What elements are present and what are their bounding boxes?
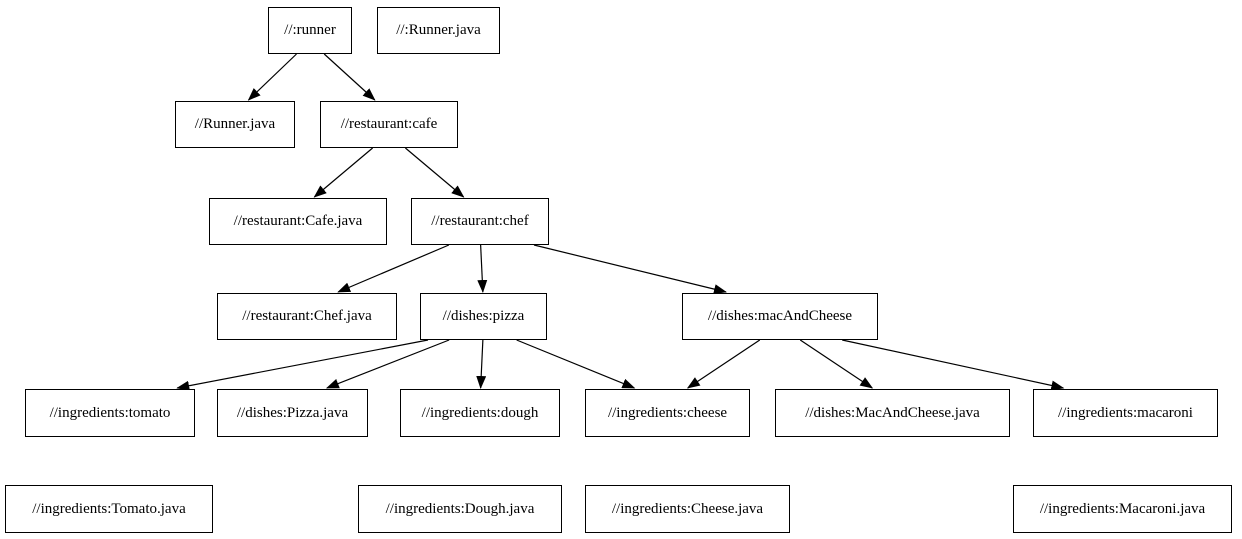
graph-node-cafe: //restaurant:cafe [320, 101, 458, 148]
edge-mac_and_cheese-to-mac_and_cheese_java [799, 339, 874, 389]
graph-node-cafe_java: //restaurant:Cafe.java [209, 198, 387, 245]
graph-node-chef: //restaurant:chef [411, 198, 549, 245]
graph-node-label: //restaurant:Chef.java [242, 308, 372, 324]
graph-node-label: //restaurant:cafe [340, 116, 438, 132]
graph-node-macaroni_java: //ingredients:Macaroni.java [1013, 485, 1232, 533]
graph-node-tomato_java: //ingredients:Tomato.java [5, 485, 213, 533]
graph-node-runner_java: //Runner.java [175, 101, 295, 148]
graph-node-label: //restaurant:chef [431, 213, 529, 229]
graph-node-macaroni: //ingredients:macaroni [1033, 389, 1218, 437]
graph-node-tomato: //ingredients:tomato [25, 389, 195, 437]
graph-node-label: //dishes:macAndCheese [707, 308, 853, 324]
graph-node-label: //:runner [284, 22, 336, 38]
edge-chef-to-mac_and_cheese [533, 244, 727, 295]
graph-node-label: //ingredients:Cheese.java [611, 500, 764, 517]
graph-node-pizza_java: //dishes:Pizza.java [217, 389, 368, 437]
graph-node-label: //ingredients:dough [421, 404, 539, 421]
graph-node-label: //dishes:MacAndCheese.java [805, 404, 980, 421]
edge-pizza-to-cheese [516, 339, 636, 389]
graph-node-label: //ingredients:Macaroni.java [1039, 500, 1206, 517]
edge-pizza-to-tomato [176, 339, 429, 391]
edge-mac_and_cheese-to-macaroni [842, 339, 1065, 391]
graph-node-label: //ingredients:tomato [49, 404, 171, 421]
graph-node-mac_and_cheese_java: //dishes:MacAndCheese.java [775, 389, 1010, 437]
graph-node-label: //dishes:pizza [442, 308, 525, 324]
graph-node-runner: //:runner [268, 7, 352, 54]
graph-node-label: //ingredients:macaroni [1058, 404, 1193, 421]
graph-node-label: //ingredients:Dough.java [385, 500, 535, 517]
graph-node-label: //Runner.java [194, 116, 276, 132]
edge-chef-to-pizza [477, 244, 488, 293]
graph-node-dough_java: //ingredients:Dough.java [358, 485, 562, 533]
graph-node-label: //ingredients:cheese [607, 404, 728, 421]
graph-node-chef_java: //restaurant:Chef.java [217, 293, 397, 340]
graph-node-mac_and_cheese: //dishes:macAndCheese [682, 293, 878, 340]
edge-mac_and_cheese-to-cheese [686, 339, 761, 389]
graph-node-dough: //ingredients:dough [400, 389, 560, 437]
graph-node-cheese_java: //ingredients:Cheese.java [585, 485, 790, 533]
edge-pizza-to-pizza_java [325, 339, 450, 389]
edge-runner-to-cafe [323, 53, 376, 101]
graph-node-runner_java_root: //:Runner.java [377, 7, 500, 54]
graph-node-label: //ingredients:Tomato.java [32, 500, 186, 517]
edge-cafe-to-cafe_java [313, 147, 374, 198]
edge-chef-to-chef_java [337, 244, 450, 293]
graph-node-cheese: //ingredients:cheese [585, 389, 750, 437]
graph-node-label: //restaurant:Cafe.java [233, 213, 363, 229]
graph-node-label: //:Runner.java [396, 22, 481, 38]
edge-pizza-to-dough [476, 339, 487, 389]
graph-node-pizza: //dishes:pizza [420, 293, 547, 340]
edge-cafe-to-chef [404, 147, 465, 198]
graph-node-label: //dishes:Pizza.java [236, 404, 349, 421]
edge-runner-to-runner_java [247, 53, 297, 101]
